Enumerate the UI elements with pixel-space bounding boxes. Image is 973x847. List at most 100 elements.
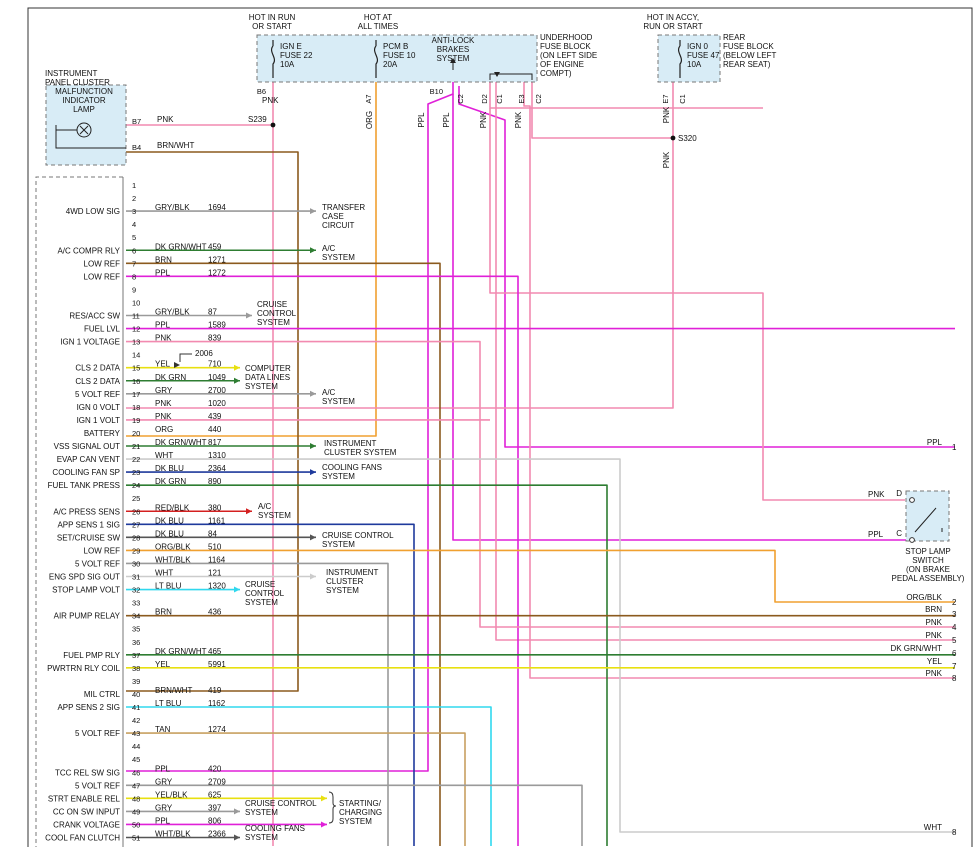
cluster-title: PANEL CLUSTER [45,78,110,87]
ign-e-fuse-text: 10A [280,60,295,69]
pcm-pin-number: 36 [132,638,140,647]
pcm-wire-color: ORG [155,425,173,434]
pcm-pin-number: 26 [132,507,140,516]
pcm-wire-color: PPL [155,268,171,277]
ign0-fuse-text: FUSE 47 [687,51,720,60]
pin-a7: A7 [364,94,373,103]
page-frame [27,7,973,847]
pcm-connector-outline [35,176,123,847]
pcm-wire-color: PNK [155,399,172,408]
d2-wire-color: PNK [479,111,488,128]
right-edge-number: 5 [952,636,957,645]
right-edge-number: 8 [952,828,957,837]
pcm-wire-color: PPL [155,816,171,825]
right-edge-number: 6 [952,649,957,658]
mil-lamp-filament [79,125,89,135]
destination-cdl: SYSTEM [245,382,278,391]
wire-crank-arrow [321,821,327,828]
pcm-pin-number: 47 [132,781,140,790]
pcm-wire-color: GRY [155,777,173,786]
wire-fan-sp-arrow [310,469,316,476]
abs-arrow [450,58,456,63]
ign0-fuse-text: IGN 0 [687,42,708,51]
stop-pin-d [909,497,915,503]
pcm-wire-color: DK GRN [155,373,186,382]
pcm-pin-number: 38 [132,664,140,673]
underhood-label: COMPT) [540,69,572,78]
pcm-pin-label: VSS SIGNAL OUT [54,442,121,451]
pcm-pin-number: 20 [132,429,140,438]
pcm-wire-color: DK GRN/WHT [155,647,207,656]
abs-text: SYSTEM [437,54,470,63]
destination-cruise1: CONTROL [257,309,297,318]
pcm-wire-color: PPL [155,321,171,330]
pcm-wire-color: DK GRN/WHT [155,242,207,251]
pcm-wire-color: WHT [155,569,173,578]
pcm-wire-color: GRY/BLK [155,203,190,212]
pcm-wire-color: PNK [155,412,172,421]
pcm-pin-number: 29 [132,546,140,555]
pcm-pin-label: 5 VOLT REF [75,559,120,568]
instrument-cluster [45,84,127,166]
destination-ac2: SYSTEM [322,397,355,406]
wire-evap [126,458,955,833]
cluster-b7-wire-color: PNK [157,115,174,124]
pcm-circuit-number: 459 [208,242,222,251]
splice-s239 [270,122,276,128]
pcm-pin-number: 28 [132,533,140,542]
pcm-pin-label: STOP LAMP VOLT [52,586,120,595]
pcm-pin-number: 31 [132,573,140,582]
pcm-wire-color: LT BLU [155,699,182,708]
pcm-pin-number: 27 [132,520,140,529]
right-edge-number: 4 [952,623,957,632]
underhood-label: UNDERHOOD [540,33,593,42]
ign-e-fuse-text: IGN E [280,42,302,51]
stop-lamp-label: PEDAL ASSEMBLY) [892,574,965,583]
mil-label: LAMP [73,105,95,114]
pcm-pin-number: 3 [132,207,136,216]
pcm-pin-number: 2 [132,194,136,203]
destination-transfer: TRANSFER [322,203,365,212]
mil-circuit [55,125,126,149]
pcm-pin-label: LOW REF [84,259,121,268]
pcm-pin-number: 32 [132,586,140,595]
pcm-circuit-number: 84 [208,529,217,538]
pcm-circuit-number: 2709 [208,777,226,786]
pcm-circuit-number: 2700 [208,386,226,395]
wire-cls2-grn-arrow [234,377,240,384]
destination-cruise3: CRUISE [245,580,275,589]
wire-pnk-8 [523,82,955,679]
ign-e-fuse [270,40,276,78]
pcm-pin-label: TCC REL SW SIG [55,768,120,777]
pcm-wire-color: GRY [155,803,173,812]
right-edge-number: 3 [952,610,957,619]
wire-app2 [126,706,492,846]
pcm-pin-number: 9 [132,285,136,294]
pcm-pin-label: LOW REF [84,546,121,555]
rear-hot-text: RUN OR START [643,22,702,31]
hot-run-text: HOT IN RUN [249,13,296,22]
cluster-title: INSTRUMENT [45,69,98,78]
pcm-b-fuse-text: PCM B [383,42,408,51]
pin-c2: C2 [456,94,465,104]
pcm-pin-number: 44 [132,742,140,751]
destination-starting: STARTING/ [339,799,382,808]
wire-5v-43 [126,732,466,846]
pcm-circuit-number: 1694 [208,203,226,212]
pcm-circuit-number: 436 [208,608,222,617]
right-edge-color: PNK [926,618,943,627]
ign-e-fuse-text: FUSE 22 [280,51,313,60]
pcm-pin-label: STRT ENABLE REL [48,794,121,803]
right-edge-color: PNK [926,669,943,678]
pcm-wire-color: PPL [155,764,171,773]
pcm-pin-number: 39 [132,677,140,686]
destination-fans1: SYSTEM [322,472,355,481]
pcm-b-fuse [373,40,379,78]
pcm-pin-label: CC ON SW INPUT [53,807,120,816]
pin-e7: E7 [661,94,670,103]
pcm-wire-color: RED/BLK [155,503,190,512]
pcm-pin-label: FUEL TANK PRESS [48,481,120,490]
underhood-label: OF ENGINE [540,60,584,69]
pcm-pin-label: 5 VOLT REF [75,781,120,790]
